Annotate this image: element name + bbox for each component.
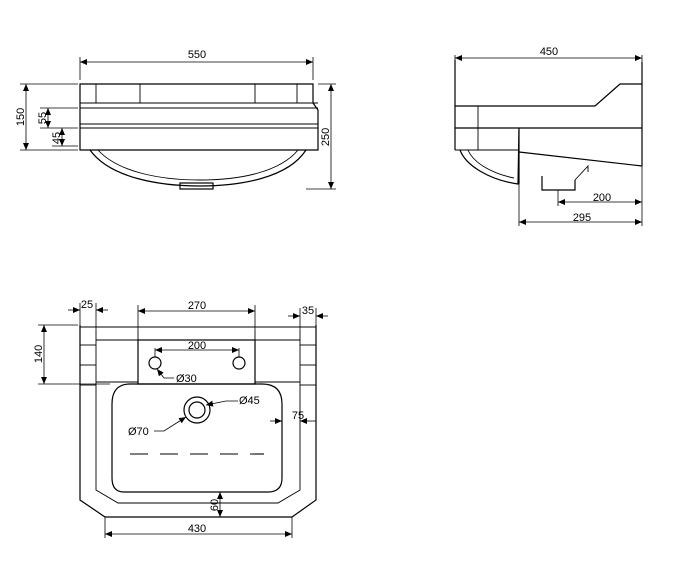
plan-dim-430: 430 xyxy=(188,523,206,535)
outer-waste-label: Ø70 xyxy=(128,426,149,438)
side-bottom-dim-200: 200 xyxy=(593,192,611,204)
front-left-dim-55: 55 xyxy=(37,112,49,124)
front-width-dim: 550 xyxy=(188,49,206,61)
plan-dim-200: 200 xyxy=(188,340,206,352)
plan-dim-75: 75 xyxy=(292,410,304,422)
front-view: 550 250 150 55 45 xyxy=(15,49,336,190)
plan-view: 25 270 35 140 200 Ø30 Ø45 Ø70 xyxy=(33,299,328,538)
front-height-dim: 250 xyxy=(320,128,332,146)
front-left-dim-45: 45 xyxy=(51,132,63,144)
front-left-dim-150: 150 xyxy=(15,108,27,126)
plan-dim-35: 35 xyxy=(302,305,314,317)
plan-dim-140: 140 xyxy=(33,345,45,363)
side-bottom-dim-295: 295 xyxy=(573,212,591,224)
plan-dim-60: 60 xyxy=(209,499,221,511)
side-depth-dim: 450 xyxy=(540,46,558,58)
plan-dim-25: 25 xyxy=(81,299,93,311)
plan-dim-270: 270 xyxy=(188,300,206,312)
waste-hole-label: Ø45 xyxy=(239,395,260,407)
tap-hole-label: Ø30 xyxy=(176,373,197,385)
side-view: 450 200 295 xyxy=(454,46,643,226)
